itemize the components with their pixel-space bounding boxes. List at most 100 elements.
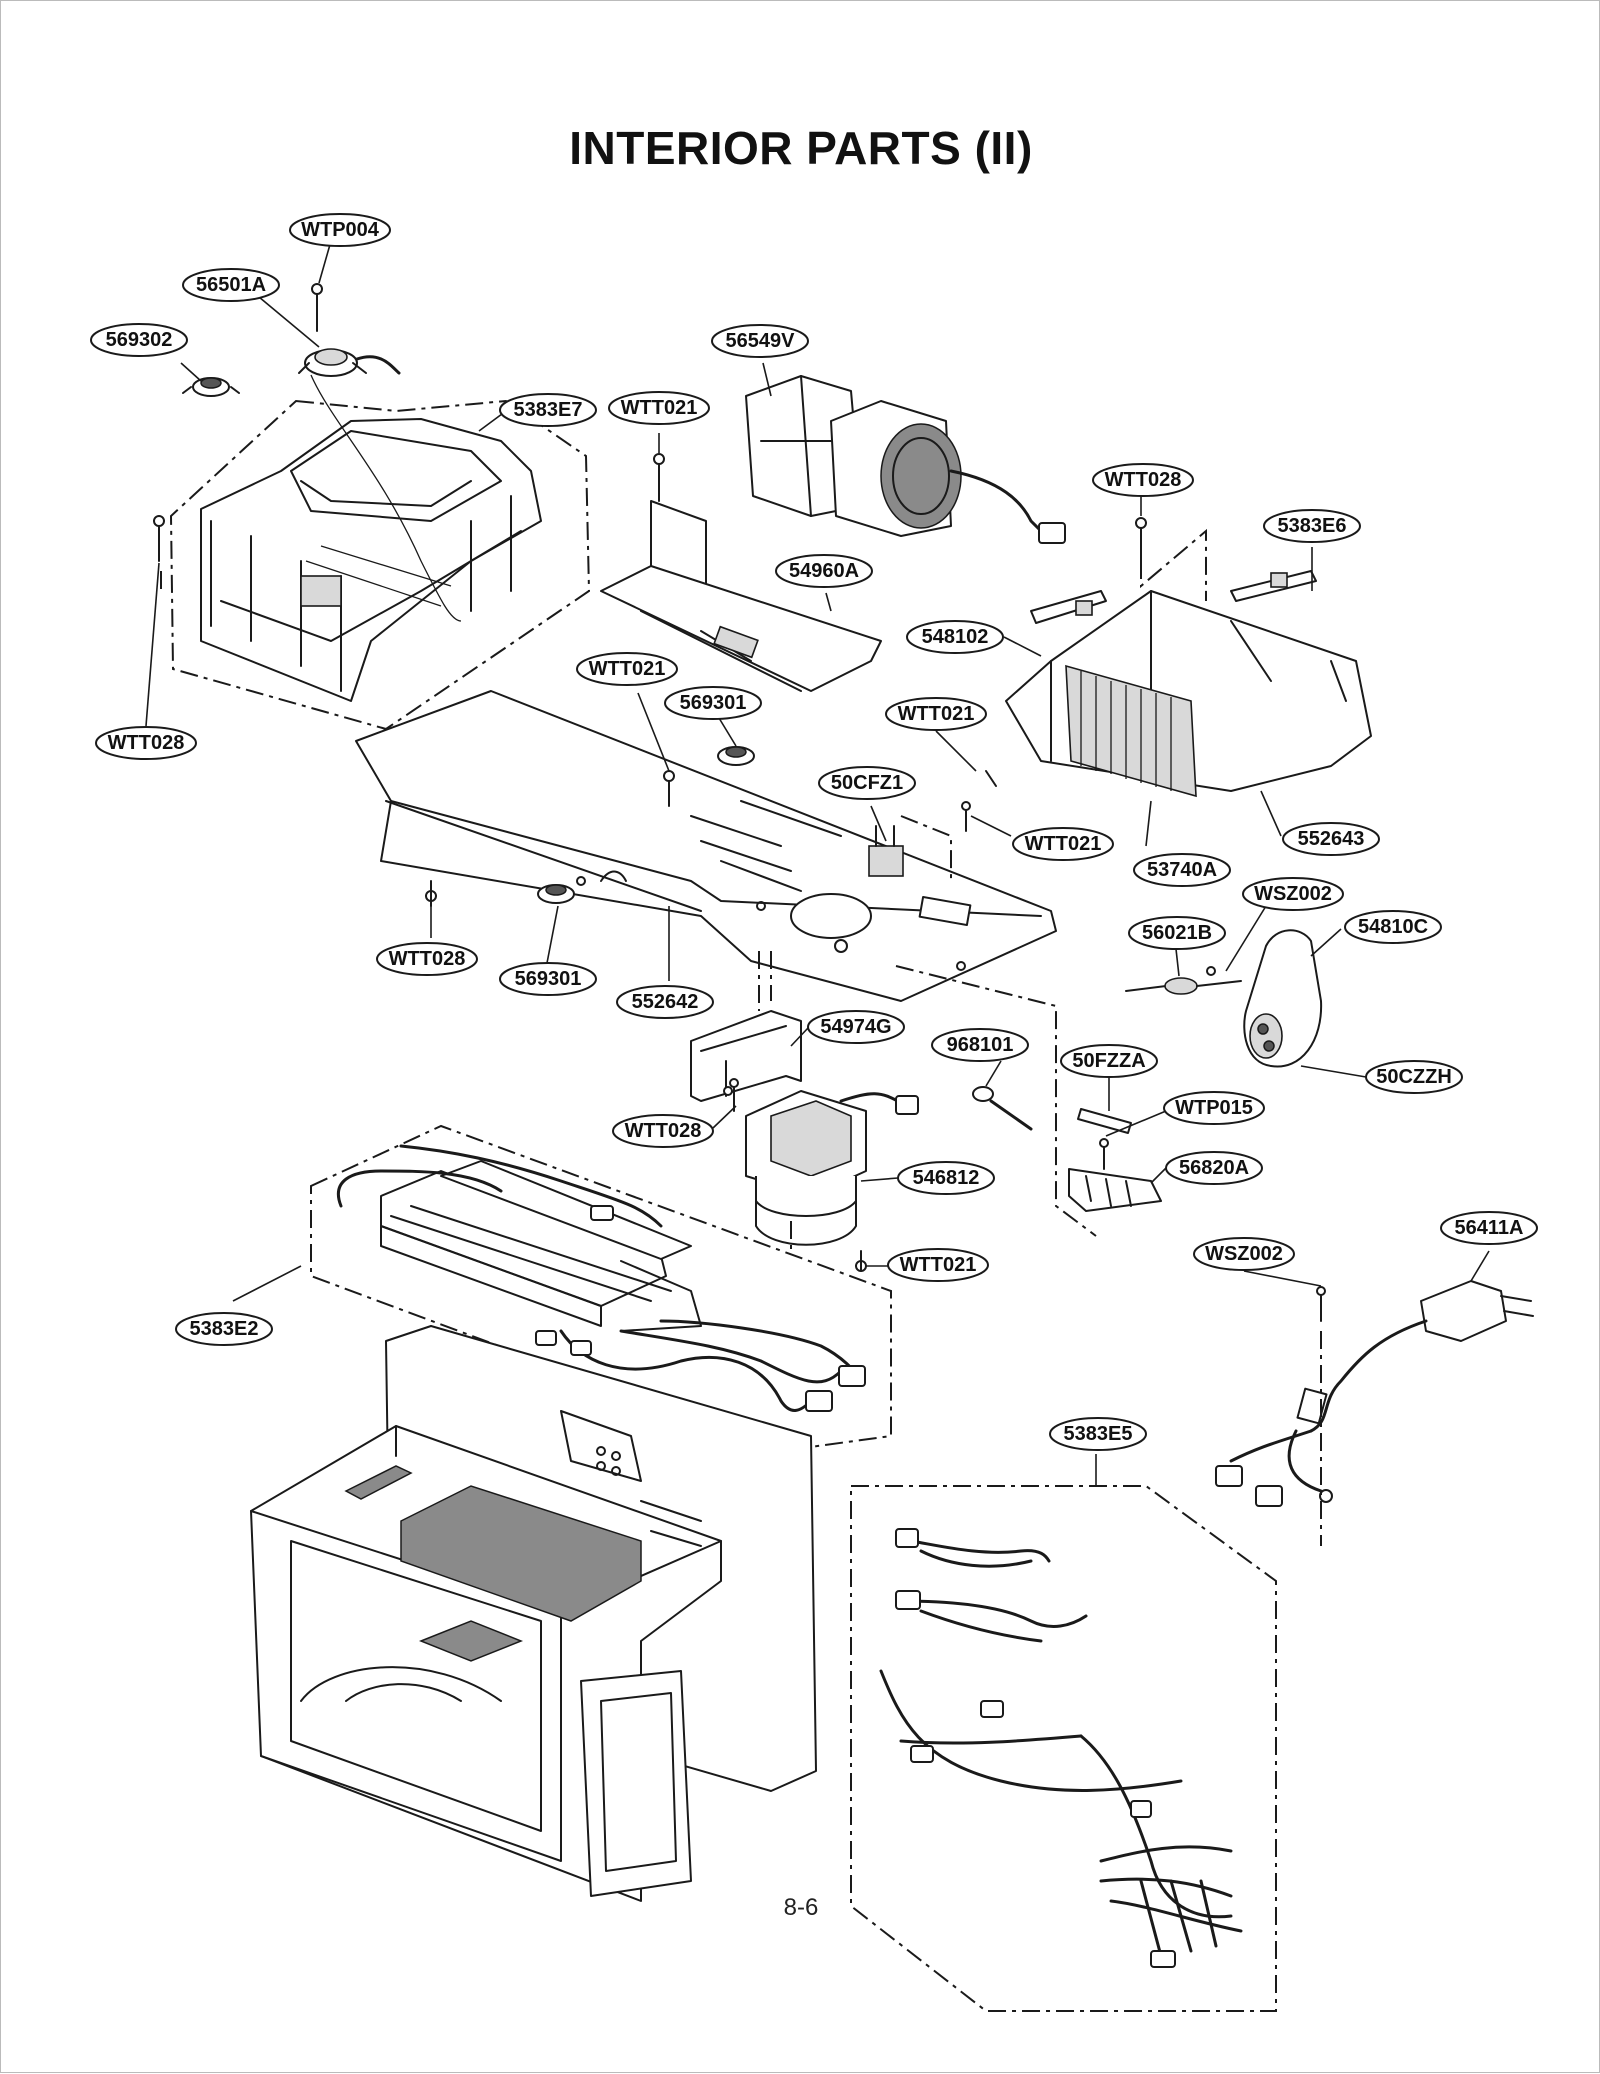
svg-text:5383E5: 5383E5 <box>1064 1423 1133 1445</box>
callout-label: WTT021 <box>887 1248 989 1282</box>
motor-546812 <box>745 1090 919 1246</box>
callout-label: 569301 <box>499 962 597 996</box>
screw-wtt021-right <box>961 770 997 832</box>
svg-text:WTT021: WTT021 <box>621 397 698 419</box>
svg-text:569301: 569301 <box>680 692 747 714</box>
air-duct-5383E7 <box>169 399 591 731</box>
thermostat-569301-lower <box>537 884 575 904</box>
callout-label: WTP015 <box>1163 1091 1265 1125</box>
callout-label: 50FZZA <box>1060 1044 1158 1078</box>
svg-text:56820A: 56820A <box>1179 1157 1249 1179</box>
svg-text:54960A: 54960A <box>789 560 859 582</box>
callout-label: WTT021 <box>885 697 987 731</box>
callout-label: 546812 <box>897 1161 995 1195</box>
switch-50CFZ1 <box>868 825 904 877</box>
screw-wtt028-center <box>425 880 437 907</box>
svg-text:56021B: 56021B <box>1142 922 1212 944</box>
fuse-50FZZA <box>1077 1108 1132 1134</box>
thermal-fuse-56501A <box>298 283 462 622</box>
alignment-lines <box>160 528 1322 1546</box>
thermostat-569302 <box>182 377 240 397</box>
callout-label: 56549V <box>711 324 809 358</box>
svg-text:WTP015: WTP015 <box>1175 1097 1253 1119</box>
callout-label: WTT028 <box>612 1114 714 1148</box>
svg-text:WTT028: WTT028 <box>1105 469 1182 491</box>
blower-fan-56549V <box>745 375 1066 544</box>
page-title: INTERIOR PARTS (II) <box>569 122 1033 174</box>
bracket-54960A <box>600 453 882 692</box>
svg-text:50FZZA: 50FZZA <box>1072 1050 1145 1072</box>
svg-text:54974G: 54974G <box>820 1016 891 1038</box>
callout-label: WSZ002 <box>1193 1237 1295 1271</box>
svg-text:552642: 552642 <box>632 991 699 1013</box>
leader-lines <box>145 240 1490 1486</box>
svg-text:56411A: 56411A <box>1455 1217 1524 1239</box>
svg-text:WTT028: WTT028 <box>625 1120 702 1142</box>
svg-text:WSZ002: WSZ002 <box>1254 883 1332 905</box>
screw-wtt028-right <box>1135 517 1147 562</box>
callout-label: 548102 <box>906 620 1004 654</box>
base-plate-552642 <box>355 690 1057 1002</box>
thermostat-569301-center <box>717 746 755 766</box>
power-cord-56411A <box>1215 1280 1534 1507</box>
callout-label: 552642 <box>616 985 714 1019</box>
screw-wtt028-left <box>153 515 165 562</box>
svg-text:546812: 546812 <box>913 1167 980 1189</box>
oven-cavity <box>250 1325 817 1902</box>
lamp-56021B <box>1125 966 1242 995</box>
callout-label: 50CFZ1 <box>818 766 916 800</box>
callout-label: 54810C <box>1344 910 1442 944</box>
bracket-54974G <box>690 1010 802 1102</box>
svg-text:569302: 569302 <box>106 329 173 351</box>
svg-text:548102: 548102 <box>922 626 989 648</box>
svg-text:WTT021: WTT021 <box>900 1254 977 1276</box>
svg-text:5383E7: 5383E7 <box>514 399 583 421</box>
callout-label: 5383E6 <box>1263 509 1361 543</box>
svg-text:5383E2: 5383E2 <box>190 1318 259 1340</box>
callout-label: 54960A <box>775 554 873 588</box>
callout-label: 53740A <box>1133 853 1231 887</box>
svg-text:56549V: 56549V <box>726 330 796 352</box>
callout-label: 50CZZH <box>1365 1060 1463 1094</box>
svg-text:5383E6: 5383E6 <box>1278 515 1347 537</box>
callout-label: WSZ002 <box>1242 877 1344 911</box>
callout-label: WTT028 <box>95 726 197 760</box>
svg-text:50CFZ1: 50CFZ1 <box>831 772 903 794</box>
callout-label: 56501A <box>182 268 280 302</box>
callout-label: 56820A <box>1165 1151 1263 1185</box>
screw-wtt028-motor <box>729 1078 739 1112</box>
svg-text:WTT021: WTT021 <box>589 658 666 680</box>
heater-assembly-5383E2 <box>310 1124 892 1453</box>
callout-label: 5383E7 <box>499 393 597 427</box>
callout-label: 552643 <box>1282 822 1380 856</box>
svg-text:53740A: 53740A <box>1147 859 1217 881</box>
callout-label: WTT021 <box>608 391 710 425</box>
heater-cover-552643 <box>1005 570 1372 798</box>
callout-label: 569301 <box>664 686 762 720</box>
callout-label: 56411A <box>1440 1211 1538 1245</box>
part-callouts: WTP004 56501A 569302 5383E7 WTT021 56549… <box>90 213 1538 1451</box>
svg-text:569301: 569301 <box>515 968 582 990</box>
callout-label: WTP004 <box>289 213 391 247</box>
svg-text:WTT021: WTT021 <box>1025 833 1102 855</box>
page-number: 8-6 <box>783 1894 819 1921</box>
callout-label: 968101 <box>931 1028 1029 1062</box>
fuse-holder-56820A <box>1068 1138 1162 1212</box>
lamp-socket-54810C <box>1243 929 1323 1068</box>
svg-text:56501A: 56501A <box>196 274 266 296</box>
callout-label: 5383E5 <box>1049 1417 1147 1451</box>
svg-text:WTT028: WTT028 <box>108 732 185 754</box>
svg-text:968101: 968101 <box>947 1034 1014 1056</box>
callout-label: WTT021 <box>576 652 678 686</box>
callout-label: 5383E2 <box>175 1312 273 1346</box>
pin-968101 <box>972 1086 1033 1131</box>
svg-text:50CZZH: 50CZZH <box>1376 1066 1452 1088</box>
callout-label: 56021B <box>1128 916 1226 950</box>
svg-text:WTT028: WTT028 <box>389 948 466 970</box>
callout-label: 54974G <box>807 1010 905 1044</box>
wire-harness-5383E5 <box>850 1485 1277 2012</box>
svg-text:WSZ002: WSZ002 <box>1205 1243 1283 1265</box>
screw-wtt021-motor <box>855 1250 867 1272</box>
